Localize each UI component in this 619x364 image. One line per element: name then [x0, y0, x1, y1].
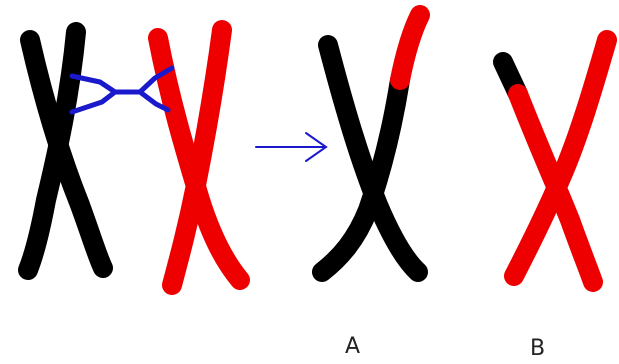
- chiasma-lower-left: [72, 92, 115, 112]
- chromosome-a-red-segment: [400, 15, 420, 80]
- chromosome-a: [322, 15, 420, 272]
- arrow-icon: [256, 133, 326, 161]
- chiasma-links: [72, 68, 172, 112]
- chromosome-b: [503, 40, 607, 282]
- black-chromosome-left: [28, 32, 103, 270]
- chromosome-b-chromatid-2: [514, 40, 607, 276]
- label-a: A: [345, 334, 360, 359]
- label-b: B: [530, 336, 545, 361]
